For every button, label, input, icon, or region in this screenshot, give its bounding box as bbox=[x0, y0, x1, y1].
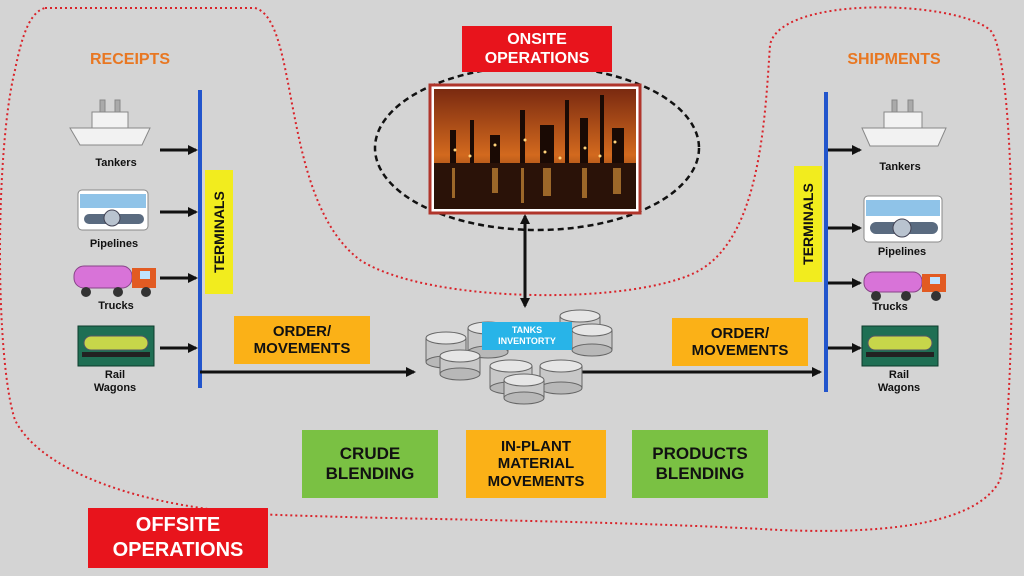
shipments-trucks-label: Trucks bbox=[872, 301, 908, 313]
rail-wagon-icon-right bbox=[861, 325, 939, 367]
shipments-tankers-label: Tankers bbox=[879, 161, 921, 173]
pipeline-icon-right bbox=[863, 195, 943, 243]
shipments-title: SHIPMENTS bbox=[847, 51, 941, 68]
receipts-trucks-label: Trucks bbox=[98, 300, 134, 312]
receipts-rail-wagons-label: Rail Wagons bbox=[93, 369, 137, 395]
tanker-icon-right bbox=[861, 99, 947, 147]
inplant-material-movements-box: IN-PLANT MATERIAL MOVEMENTS bbox=[466, 430, 606, 498]
tanks-inventory-label: TANKS INVENTORTY bbox=[482, 322, 572, 350]
order-movements-right: ORDER/ MOVEMENTS bbox=[672, 318, 808, 366]
shipments-rail-wagons-label: Rail Wagons bbox=[877, 369, 921, 395]
tanker-icon-left bbox=[69, 99, 151, 146]
terminals-right: TERMINALS bbox=[794, 166, 822, 282]
truck-icon-left bbox=[73, 265, 156, 297]
shipments-pipelines-label: Pipelines bbox=[877, 246, 927, 258]
rail-wagon-icon-left bbox=[77, 325, 155, 367]
truck-icon-right bbox=[863, 271, 946, 301]
receipts-title: RECEIPTS bbox=[89, 51, 170, 68]
receipts-tankers-label: Tankers bbox=[95, 157, 137, 169]
pipeline-icon-left bbox=[77, 189, 149, 231]
terminals-right-label: TERMINALS bbox=[800, 183, 817, 265]
onsite-operations-label: ONSITE OPERATIONS bbox=[462, 26, 612, 72]
order-movements-left: ORDER/ MOVEMENTS bbox=[234, 316, 370, 364]
receipts-pipelines-label: Pipelines bbox=[89, 238, 139, 250]
refinery-photo bbox=[428, 83, 642, 215]
offsite-operations-label: OFFSITE OPERATIONS bbox=[88, 508, 268, 568]
terminals-left: TERMINALS bbox=[205, 170, 233, 294]
products-blending-box: PRODUCTS BLENDING bbox=[632, 430, 768, 498]
crude-blending-box: CRUDE BLENDING bbox=[302, 430, 438, 498]
terminals-left-label: TERMINALS bbox=[211, 191, 228, 273]
